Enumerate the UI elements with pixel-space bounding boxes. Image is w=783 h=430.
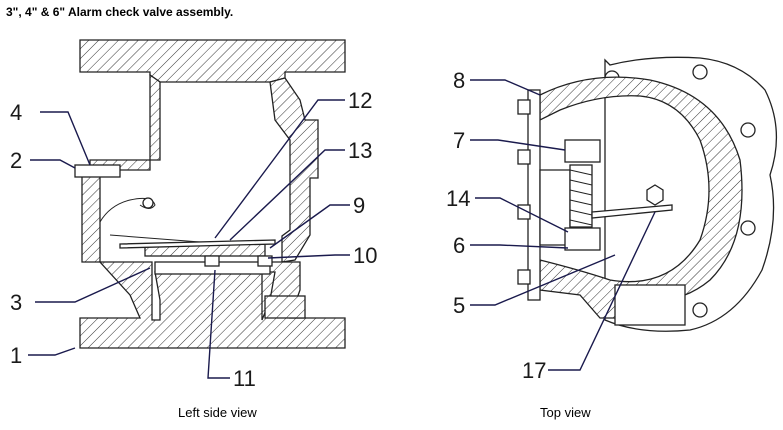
leader-12 bbox=[214, 99, 345, 239]
hinge-bolt bbox=[74, 164, 121, 178]
clapper-arm-top bbox=[591, 204, 673, 219]
bolt-hole bbox=[740, 122, 756, 138]
hinge-block bbox=[564, 227, 601, 251]
leader-17 bbox=[548, 211, 656, 371]
bolt-hole bbox=[692, 302, 708, 318]
leader-lines bbox=[28, 79, 656, 379]
clapper-screw bbox=[204, 255, 220, 267]
clapper-arm bbox=[109, 234, 201, 243]
body-left-wall-upper bbox=[89, 73, 161, 171]
leader-4 bbox=[40, 111, 91, 166]
leader-3 bbox=[35, 267, 151, 303]
leader-5 bbox=[470, 254, 616, 306]
leader-7 bbox=[470, 139, 566, 151]
label-13: 13 bbox=[348, 138, 372, 163]
bolt-hole bbox=[692, 64, 708, 80]
label-9: 9 bbox=[353, 193, 365, 218]
leader-2 bbox=[30, 159, 76, 169]
hinge-block bbox=[564, 139, 601, 163]
label-5: 5 bbox=[453, 293, 465, 318]
leader-9 bbox=[269, 204, 350, 249]
leader-13 bbox=[229, 149, 345, 241]
label-4: 4 bbox=[10, 100, 22, 125]
outer-flange bbox=[604, 56, 778, 332]
hex-nut bbox=[646, 184, 664, 206]
leader-6 bbox=[470, 244, 569, 249]
diagram-title: 3", 4" & 6" Alarm check valve assembly. bbox=[6, 5, 234, 19]
cover-bolt bbox=[517, 99, 531, 115]
label-1: 1 bbox=[10, 343, 22, 368]
body-right-wall bbox=[269, 77, 319, 263]
part-numbers: 4 2 3 1 11 12 13 9 10 8 7 14 6 5 17 bbox=[10, 68, 546, 391]
label-8: 8 bbox=[453, 68, 465, 93]
label-11: 11 bbox=[233, 366, 256, 391]
body-ring bbox=[539, 76, 743, 319]
leader-8 bbox=[470, 79, 541, 96]
left-view-caption: Left side view bbox=[178, 405, 257, 420]
top-flange bbox=[79, 39, 346, 83]
label-3: 3 bbox=[10, 290, 22, 315]
cover-bolt bbox=[517, 269, 531, 285]
seat-plug bbox=[257, 255, 273, 267]
cover-bolt bbox=[517, 149, 531, 165]
left-side-view bbox=[74, 39, 346, 349]
label-14: 14 bbox=[446, 186, 470, 211]
label-10: 10 bbox=[353, 243, 377, 268]
leader-11 bbox=[207, 269, 230, 379]
leader-1 bbox=[28, 347, 76, 356]
label-7: 7 bbox=[453, 128, 465, 153]
bolt-hole bbox=[740, 220, 756, 236]
outlet-boss bbox=[614, 284, 686, 326]
label-2: 2 bbox=[10, 148, 22, 173]
body-left-wall bbox=[81, 169, 101, 263]
label-6: 6 bbox=[453, 233, 465, 258]
top-view-caption: Top view bbox=[540, 405, 591, 420]
spring-windings bbox=[569, 169, 593, 226]
leader-14 bbox=[475, 197, 569, 233]
flange-gasket bbox=[264, 295, 306, 319]
top-view bbox=[517, 56, 778, 332]
label-12: 12 bbox=[348, 88, 372, 113]
hinge-pin bbox=[142, 197, 154, 209]
cover-plate bbox=[527, 89, 541, 301]
label-17: 17 bbox=[522, 358, 546, 383]
leader-10 bbox=[267, 254, 350, 259]
